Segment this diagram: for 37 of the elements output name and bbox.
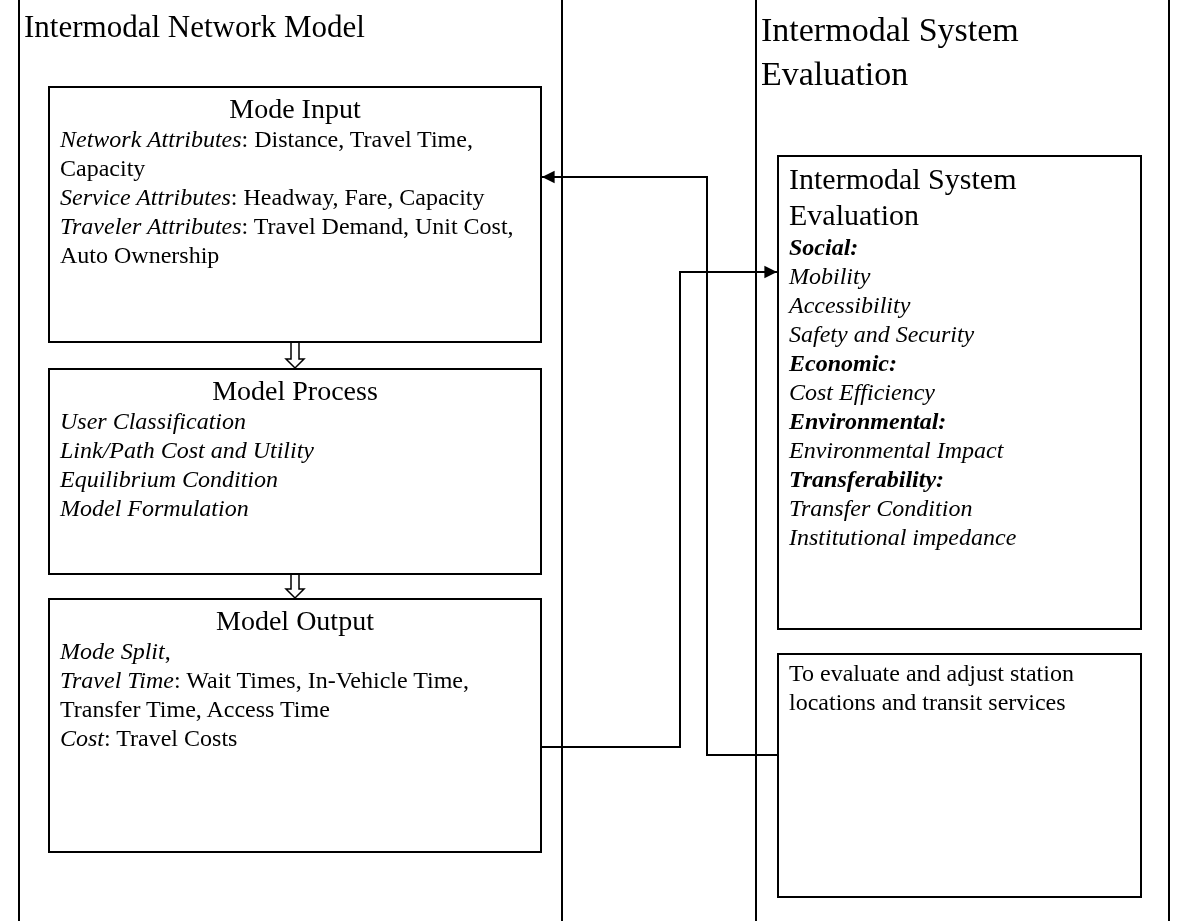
box-heading: Model Process <box>211 374 379 407</box>
category-heading: Economic: <box>789 349 898 378</box>
list-item: Cost Efficiency <box>789 378 936 407</box>
panel-frame <box>755 0 1170 921</box>
panel-title: Intermodal Network Model <box>23 8 366 46</box>
text-box <box>48 598 542 853</box>
category-heading: Environmental: <box>789 407 948 436</box>
list-item: Safety and Security <box>789 320 976 349</box>
hollow-arrow <box>284 574 306 600</box>
box-heading: Model Output <box>215 604 375 637</box>
list-item: Accessibility <box>789 291 912 320</box>
text-box <box>48 86 542 343</box>
list-item: Equilibrium Condition <box>60 465 279 494</box>
body-text: Travel Time: Wait Times, In-Vehicle Time, Transfer Time, Access Time <box>60 666 470 724</box>
box-heading: Intermodal System Evaluation <box>789 161 1018 233</box>
text-box <box>48 368 542 575</box>
category-heading: Transferability: <box>789 465 946 494</box>
list-item: Environmental Impact <box>789 436 1005 465</box>
list-item: User Classification <box>60 407 247 436</box>
category-heading: Social: <box>789 233 860 262</box>
panel-frame <box>18 0 563 921</box>
body-text: Cost: Travel Costs <box>60 724 239 753</box>
box-heading: Mode Input <box>228 92 362 125</box>
list-item: Link/Path Cost and Utility <box>60 436 315 465</box>
panel-title: Intermodal System Evaluation <box>760 10 1020 94</box>
text-box <box>777 653 1142 898</box>
text-box <box>777 155 1142 630</box>
body-text: To evaluate and adjust station locations and transit services <box>789 659 1075 717</box>
list-item: Model Formulation <box>60 494 250 523</box>
list-item: Transfer Condition <box>789 494 974 523</box>
body-text: Traveler Attributes: Travel Demand, Unit Cost, Auto Ownership <box>60 212 515 270</box>
body-text: Mode Split, <box>60 637 172 666</box>
list-item: Institutional impedance <box>789 523 1018 552</box>
body-text: Service Attributes: Headway, Fare, Capacity <box>60 183 486 212</box>
hollow-arrow <box>284 342 306 370</box>
body-text: Network Attributes: Distance, Travel Time, Capacity <box>60 125 474 183</box>
list-item: Mobility <box>789 262 872 291</box>
